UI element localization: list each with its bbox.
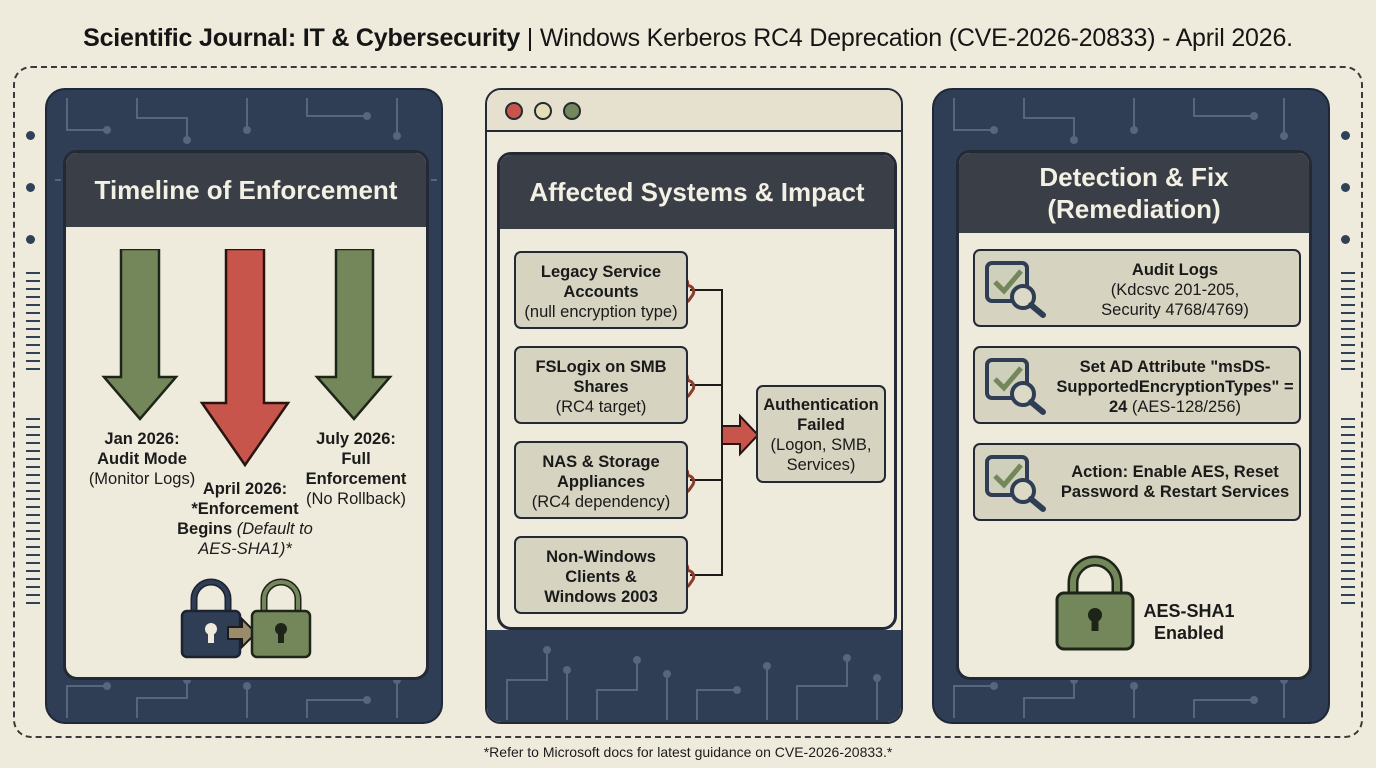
page-title: Scientific Journal: IT & Cybersecurity |… [83,24,1293,52]
lock-enabled-icon [1055,555,1135,651]
impact-heading: Affected Systems & Impact [500,155,894,229]
action-check-icon [985,455,1046,512]
lock-transition [180,578,312,659]
step-set-ad-attribute: Set AD Attribute "msDS-SupportedEncrypti… [973,346,1301,424]
arrow-right-icon [227,616,258,650]
july-arrow [314,249,393,421]
minimize-dot-icon [534,102,552,120]
impact-browser-window: Affected Systems & Impact Legacy Service… [485,88,903,724]
circuit-pattern [506,646,881,720]
lock-rc4-icon [180,578,242,659]
footer-note: *Refer to Microsoft docs for latest guid… [483,744,893,760]
remediation-card: Detection & Fix(Remediation) Audit Logs(… [956,150,1312,680]
impact-card: Affected Systems & Impact Legacy Service… [497,152,897,630]
timeline-heading: Timeline of Enforcement [66,153,426,227]
circuit-footer [487,630,901,722]
circuit-pattern [953,98,1288,718]
remediation-heading: Detection & Fix(Remediation) [959,153,1309,233]
timeline-card: Timeline of Enforcement Jan 2026:Audit M… [63,150,429,680]
audit-check-icon [985,261,1046,318]
jan-arrow [101,249,179,421]
remediation-panel: Detection & Fix(Remediation) Audit Logs(… [932,88,1330,724]
impact-arrow [721,413,760,457]
close-dot-icon [505,102,523,120]
april-arrow [199,249,291,468]
timeline-arrows [101,249,393,468]
maximize-dot-icon [563,102,581,120]
window-titlebar [487,90,901,132]
attribute-check-icon [985,358,1046,415]
lock-aes-icon [250,578,312,659]
jan-label: Jan 2026:Audit Mode(Monitor Logs) [88,430,196,488]
outer-dotted-frame [13,66,1363,738]
timeline-panel: Timeline of Enforcement Jan 2026:Audit M… [45,88,443,724]
